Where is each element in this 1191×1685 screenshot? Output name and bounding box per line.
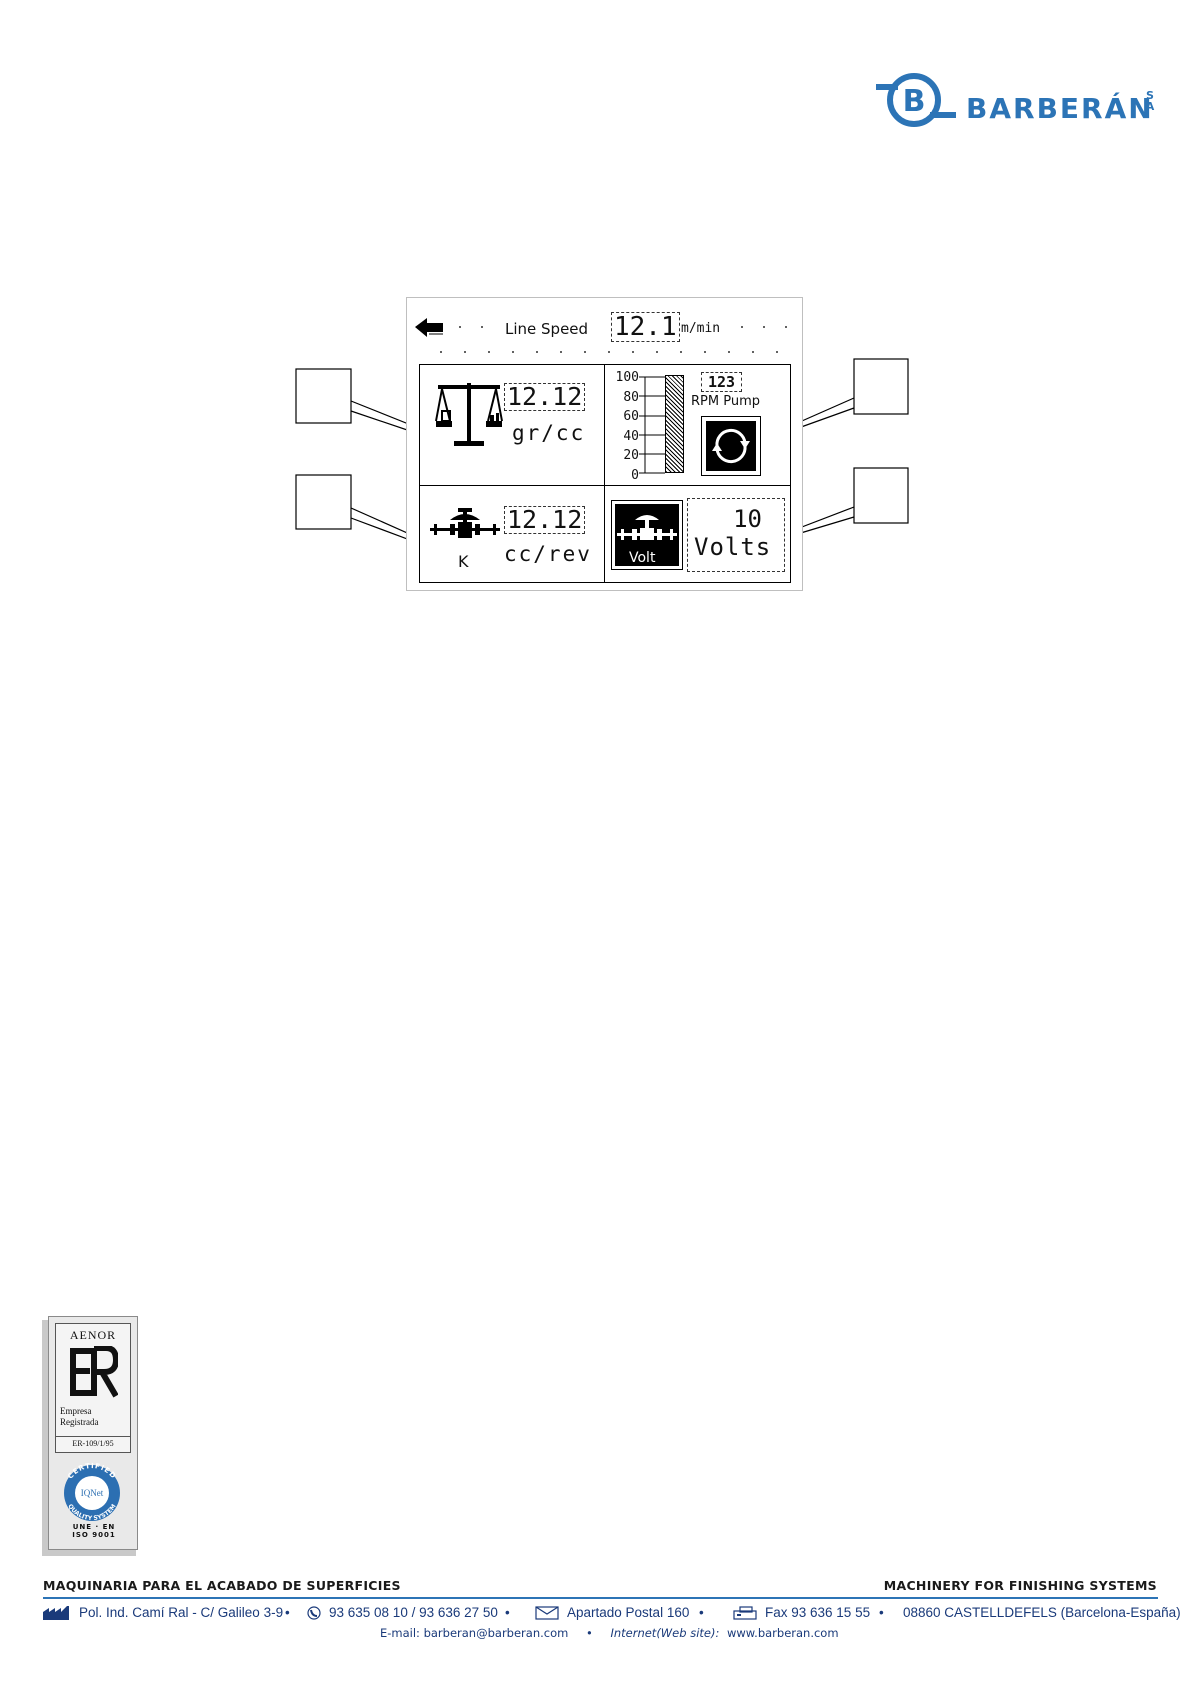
header-separator-dots: [429, 351, 789, 353]
footer-web-url[interactable]: www.barberan.com: [727, 1626, 839, 1640]
iqnet-badge: CERTIFIED QUALITY SYSTEM IQNet UNE · EN …: [55, 1459, 129, 1543]
footer-address: Pol. Ind. Camí Ral - C/ Galileo 3-9: [79, 1605, 284, 1620]
footer-divider: [43, 1597, 1158, 1599]
footer-sep-3: •: [699, 1605, 704, 1620]
brand-suffix: S A: [1144, 90, 1156, 112]
gauge-bar: [665, 375, 684, 473]
volt-icon-bg: Volt: [615, 504, 679, 566]
callout-box-top-left: [295, 368, 352, 424]
volt-icon-label: Volt: [629, 550, 656, 566]
badge-card: AENOR Empresa Registrada ER-109/1/95: [48, 1316, 138, 1550]
footer-phone[interactable]: 93 635 08 10 / 93 636 27 50: [329, 1605, 498, 1620]
gauge-scale-labels: 100 80 60 40 20 0: [609, 371, 639, 488]
pump-rotation-button[interactable]: [701, 416, 761, 476]
aenor-badge: AENOR Empresa Registrada ER-109/1/95: [55, 1323, 131, 1453]
footer-web-line: E-mail: barberan@barberan.com • Internet…: [380, 1626, 839, 1640]
barberan-logo-icon: B: [876, 73, 956, 127]
scale-balance-icon: [435, 383, 503, 446]
iso-line2: ISO 9001: [72, 1531, 116, 1539]
callout-box-bottom-left: [295, 474, 352, 530]
volts-unit: Volts: [694, 533, 772, 561]
density-panel[interactable]: 12.12 gr/cc: [420, 365, 604, 485]
aenor-line1: Empresa: [60, 1406, 92, 1416]
footer-sep-2: •: [505, 1605, 510, 1620]
flow-unit: cc/rev: [504, 542, 592, 566]
pump-panel[interactable]: 100 80 60 40 20 0 123 RPM Pump: [605, 365, 790, 485]
brand-suffix-s: S: [1146, 89, 1154, 102]
phone-icon-wrap: [307, 1605, 321, 1621]
footer-city: 08860 CASTELLDEFELS (Barcelona-España): [903, 1605, 1181, 1620]
gauge-label-80: 80: [623, 389, 639, 405]
line-speed-header: Line Speed 12.1 m/min: [413, 312, 793, 342]
volts-value: 10: [733, 505, 762, 533]
factory-icon-wrap: [43, 1605, 69, 1621]
rpm-label: RPM Pump: [691, 394, 760, 409]
rpm-value[interactable]: 123: [701, 372, 743, 392]
footer-heading-english: MACHINERY FOR FINISHING SYSTEMS: [883, 1578, 1157, 1593]
panel-grid: 12.12 gr/cc 100 80 60 40 20 0: [419, 364, 791, 583]
footer-sep-1: •: [285, 1605, 290, 1620]
fax-icon: [733, 1606, 757, 1621]
density-unit: gr/cc: [512, 421, 586, 445]
gauge-label-60: 60: [623, 409, 639, 424]
footer-contact-line: Pol. Ind. Camí Ral - C/ Galileo 3-9 • 93…: [43, 1605, 1181, 1623]
iqnet-mid-text: IQNet: [81, 1488, 104, 1498]
line-speed-unit: m/min: [681, 321, 721, 336]
brand-name: BARBERÁN: [966, 92, 1154, 125]
line-speed-value[interactable]: 12.1: [611, 312, 680, 342]
volts-panel[interactable]: Volt 10 Volts: [605, 486, 790, 582]
factory-icon: [43, 1606, 69, 1621]
control-panel-screen: Line Speed 12.1 m/min 12.12: [406, 297, 803, 591]
header-dots-left: [449, 326, 499, 328]
flow-value[interactable]: 12.12: [504, 506, 586, 534]
company-logo: B BARBERÁN S A: [876, 70, 1161, 130]
gauge-ticks: [639, 376, 665, 474]
flow-panel[interactable]: K 12.12 cc/rev: [420, 486, 604, 582]
aenor-er-logo-icon: [70, 1346, 118, 1398]
volt-mode-button[interactable]: Volt: [611, 500, 683, 570]
gauge-label-20: 20: [623, 448, 639, 463]
brand-suffix-a: A: [1145, 100, 1155, 113]
aenor-subtitle: Empresa Registrada: [60, 1406, 130, 1428]
aenor-title: AENOR: [69, 1328, 117, 1342]
volts-readout[interactable]: 10 Volts: [687, 498, 785, 572]
callout-box-bottom-right: [853, 467, 909, 524]
back-arrow-icon[interactable]: [413, 316, 445, 338]
gauge-label-0: 0: [631, 467, 639, 483]
callout-box-top-right: [853, 358, 909, 415]
phone-icon: [307, 1606, 321, 1621]
density-value[interactable]: 12.12: [504, 383, 586, 411]
envelope-icon-wrap: [535, 1605, 559, 1621]
logo-mark-letter: B: [903, 84, 926, 119]
spray-valve-icon: [430, 508, 500, 538]
grid-divider-horizontal: [420, 485, 790, 486]
gauge-label-100: 100: [615, 370, 639, 385]
footer-po-box: Apartado Postal 160: [567, 1605, 690, 1620]
footer-fax[interactable]: Fax 93 636 15 55: [765, 1605, 871, 1620]
header-dots-right: [731, 326, 791, 328]
footer-heading-spanish: MAQUINARIA PARA EL ACABADO DE SUPERFICIE…: [43, 1578, 401, 1593]
footer-sep-5: •: [586, 1626, 593, 1640]
iqnet-seal-icon: CERTIFIED QUALITY SYSTEM IQNet: [64, 1462, 120, 1522]
footer-sep-4: •: [879, 1605, 884, 1620]
iso-certification: UNE · EN ISO 9001: [59, 1523, 129, 1539]
footer-email[interactable]: E-mail: barberan@barberan.com: [380, 1626, 569, 1640]
gauge-label-40: 40: [623, 428, 639, 444]
grid-divider-vertical: [604, 365, 605, 582]
flow-icon-label: K: [458, 552, 469, 571]
fax-icon-wrap: [733, 1605, 757, 1621]
line-speed-label: Line Speed: [505, 320, 589, 338]
certification-badges: AENOR Empresa Registrada ER-109/1/95: [42, 1316, 140, 1556]
aenor-code: ER-109/1/95: [56, 1436, 130, 1448]
footer-web-label: Internet(Web site):: [610, 1626, 720, 1640]
envelope-icon: [535, 1606, 559, 1621]
spray-valve-inverted-icon: [617, 515, 677, 540]
iso-line1: UNE · EN: [72, 1523, 116, 1531]
rotation-arrows-icon: [706, 421, 756, 471]
aenor-line2: Registrada: [60, 1417, 99, 1427]
